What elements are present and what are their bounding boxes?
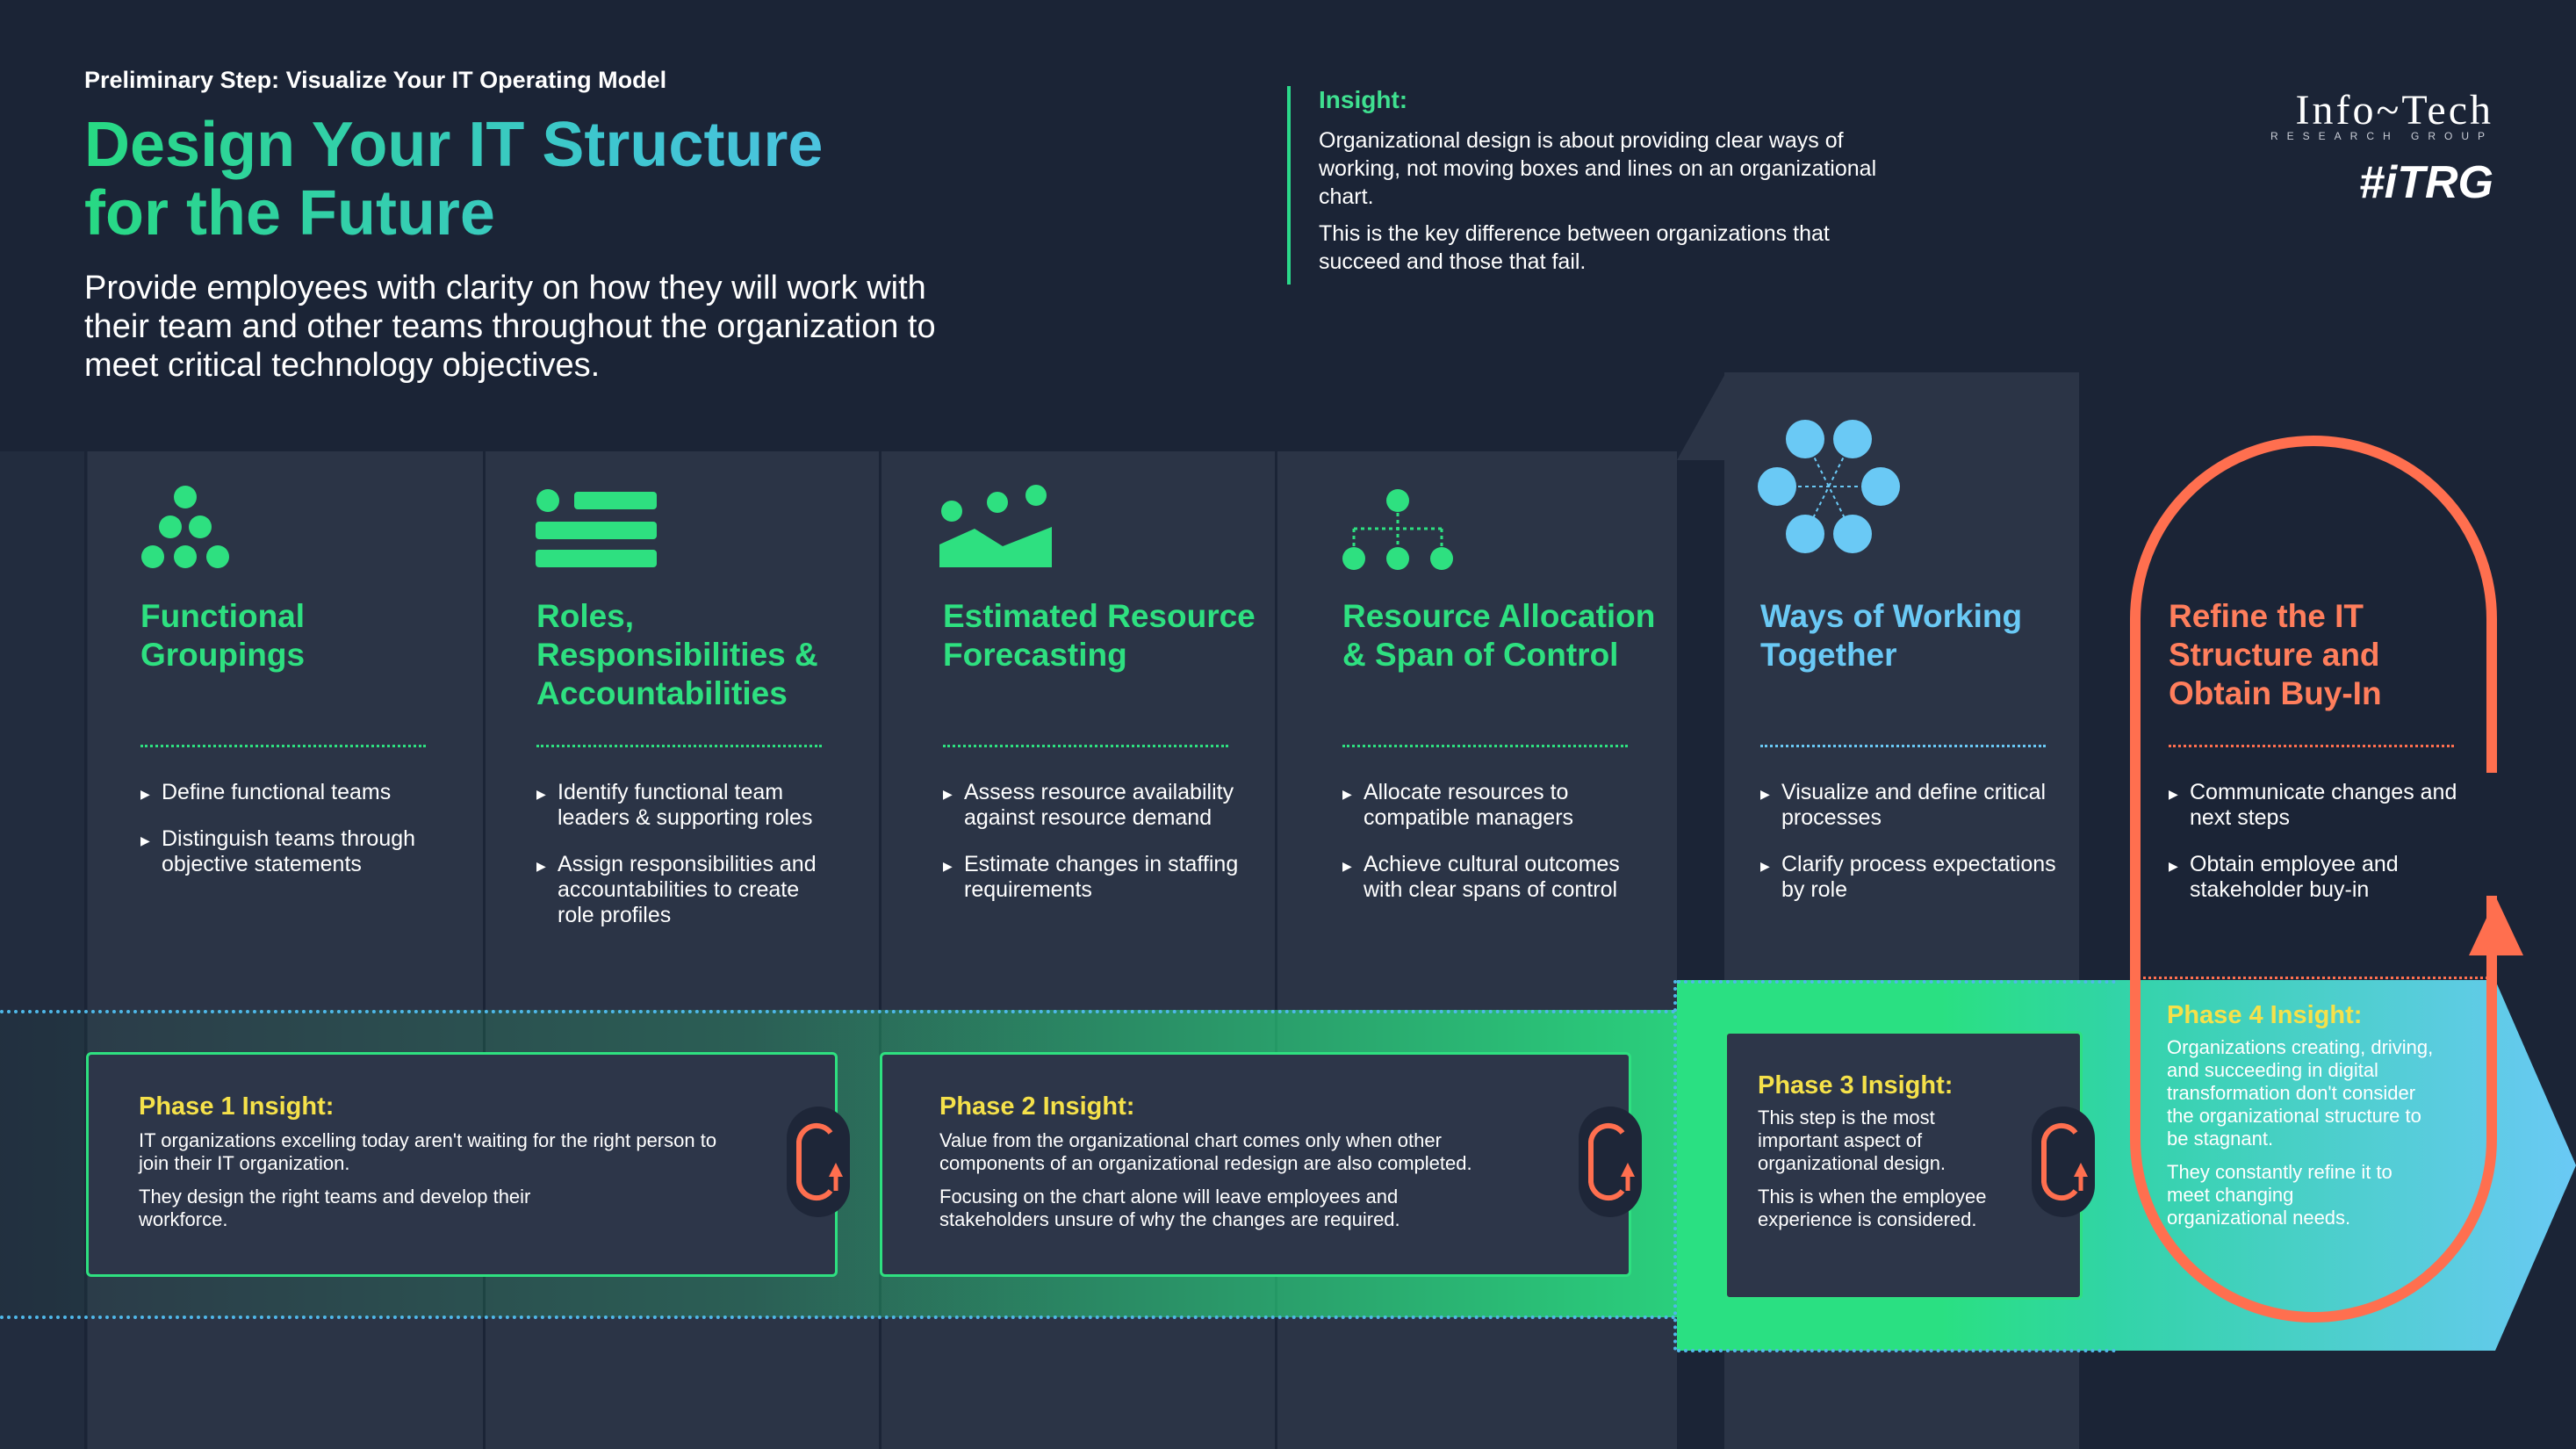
bullet-item: Communicate changes and next steps: [2169, 780, 2458, 831]
flow-dotted-top-2: [1677, 980, 2116, 984]
column-bullets-1: Define functional teams Distinguish team…: [140, 780, 439, 898]
phase-3-text-1: This step is the most important aspect o…: [1758, 1107, 1946, 1174]
bullet-item: Clarify process expectations by role: [1760, 852, 2059, 903]
insight-callout: Insight: Organizational design is about …: [1287, 86, 1881, 285]
flow-dotted-side: [1673, 980, 1677, 1351]
brand-logo: Info~Tech: [2295, 87, 2493, 133]
column-divider: [879, 451, 881, 1449]
column-title-functional-groupings: Functional Groupings: [140, 598, 306, 673]
bullet-item: Allocate resources to compatible manager…: [1342, 780, 1641, 831]
phase-1-text-1: IT organizations excelling today aren't …: [139, 1129, 717, 1174]
insight-label: Insight:: [1319, 86, 1408, 113]
phase-4-text-1: Organizations creating, driving, and suc…: [2167, 1036, 2434, 1150]
cycle-arrow-icon: [787, 1107, 850, 1217]
page-title-line1: Design Your IT Structure: [84, 110, 824, 180]
network-icon: [1758, 420, 1900, 553]
flow-dotted-bottom-2: [1677, 1349, 2116, 1352]
column-bullets-2: Identify functional team leaders & suppo…: [536, 780, 835, 949]
loop-arrow-up-icon: [2469, 898, 2523, 955]
column-title-forecasting: Estimated Resource Forecasting: [943, 598, 1256, 673]
phase-4-rule: [2133, 977, 2493, 979]
bullet-item: Distinguish teams through objective stat…: [140, 826, 439, 877]
column-title-refine: Refine the IT Structure and Obtain Buy-I…: [2169, 598, 2382, 711]
column-title-rule: [140, 745, 426, 747]
column-bullets-6: Communicate changes and next steps Obtai…: [2169, 780, 2458, 924]
column-divider: [483, 451, 486, 1449]
column-title-roles: Roles, Responsibilities & Accountabiliti…: [536, 598, 818, 711]
page-subtitle: Provide employees with clarity on how th…: [84, 270, 936, 384]
phase-1-text-2: They design the right teams and develop …: [139, 1186, 531, 1230]
phase-1-title: Phase 1 Insight:: [139, 1092, 335, 1121]
phase-2-insight-card: [880, 1052, 1631, 1277]
phase-2-title: Phase 2 Insight:: [939, 1092, 1135, 1121]
column-divider: [84, 451, 87, 1449]
phase-4-text-2: They constantly refine it to meet changi…: [2167, 1161, 2393, 1229]
column-title-ways-of-working: Ways of Working Together: [1760, 598, 2023, 673]
list-icon: [536, 489, 657, 567]
forecast-chart-icon: [939, 485, 1052, 567]
bullet-item: Identify functional team leaders & suppo…: [536, 780, 835, 831]
column-title-rule: [1342, 745, 1628, 747]
column-5-slant: [1677, 372, 1726, 460]
column-title-rule: [943, 745, 1228, 747]
column-bullets-5: Visualize and define critical processes …: [1760, 780, 2059, 924]
phase-1-insight-card: [86, 1052, 838, 1277]
column-bullets-3: Assess resource availability against res…: [943, 780, 1241, 924]
phase-2-text-1: Value from the organizational chart come…: [939, 1129, 1472, 1174]
phase-2-text-2: Focusing on the chart alone will leave e…: [939, 1186, 1400, 1230]
phase-3-title: Phase 3 Insight:: [1758, 1071, 1954, 1099]
bullet-item: Achieve cultural outcomes with clear spa…: [1342, 852, 1641, 903]
dots-pyramid-icon: [141, 486, 229, 568]
brand-logo-subtitle: RESEARCH GROUP: [2270, 130, 2493, 142]
phase-3-text-2: This is when the employee experience is …: [1758, 1186, 1987, 1230]
column-title-rule: [2169, 745, 2454, 747]
bullet-item: Obtain employee and stakeholder buy-in: [2169, 852, 2458, 903]
column-bullets-4: Allocate resources to compatible manager…: [1342, 780, 1641, 924]
brand-hashtag: #iTRG: [2358, 157, 2493, 208]
flow-dotted-bottom: [0, 1316, 1677, 1319]
page-title-line2: for the Future: [84, 178, 495, 249]
bullet-item: Visualize and define critical processes: [1760, 780, 2059, 831]
bullet-item: Assess resource availability against res…: [943, 780, 1241, 831]
insight-text-1: Organizational design is about providing…: [1319, 128, 1877, 209]
cycle-arrow-icon: [2032, 1107, 2095, 1217]
insight-text-2: This is the key difference between organ…: [1319, 221, 1830, 274]
phase-3-insight-card: [1724, 1031, 2083, 1300]
phase-4-title: Phase 4 Insight:: [2167, 1001, 2363, 1029]
bullet-item: Assign responsibilities and accountabili…: [536, 852, 835, 928]
org-chart-icon: [1342, 489, 1453, 570]
column-title-rule: [1760, 745, 2046, 747]
column-title-rule: [536, 745, 822, 747]
kicker-text: Preliminary Step: Visualize Your IT Oper…: [84, 67, 667, 93]
page-title: Design Your IT Structure for the Future: [84, 111, 1050, 248]
bullet-item: Define functional teams: [140, 780, 439, 807]
column-title-resource-allocation: Resource Allocation & Span of Control: [1342, 598, 1656, 673]
bullet-item: Estimate changes in staffing requirement…: [943, 852, 1241, 903]
cycle-arrow-icon: [1579, 1107, 1642, 1217]
flow-dotted-top: [0, 1010, 1677, 1013]
loop-gap: [2483, 773, 2509, 896]
column-divider: [1275, 451, 1277, 1449]
